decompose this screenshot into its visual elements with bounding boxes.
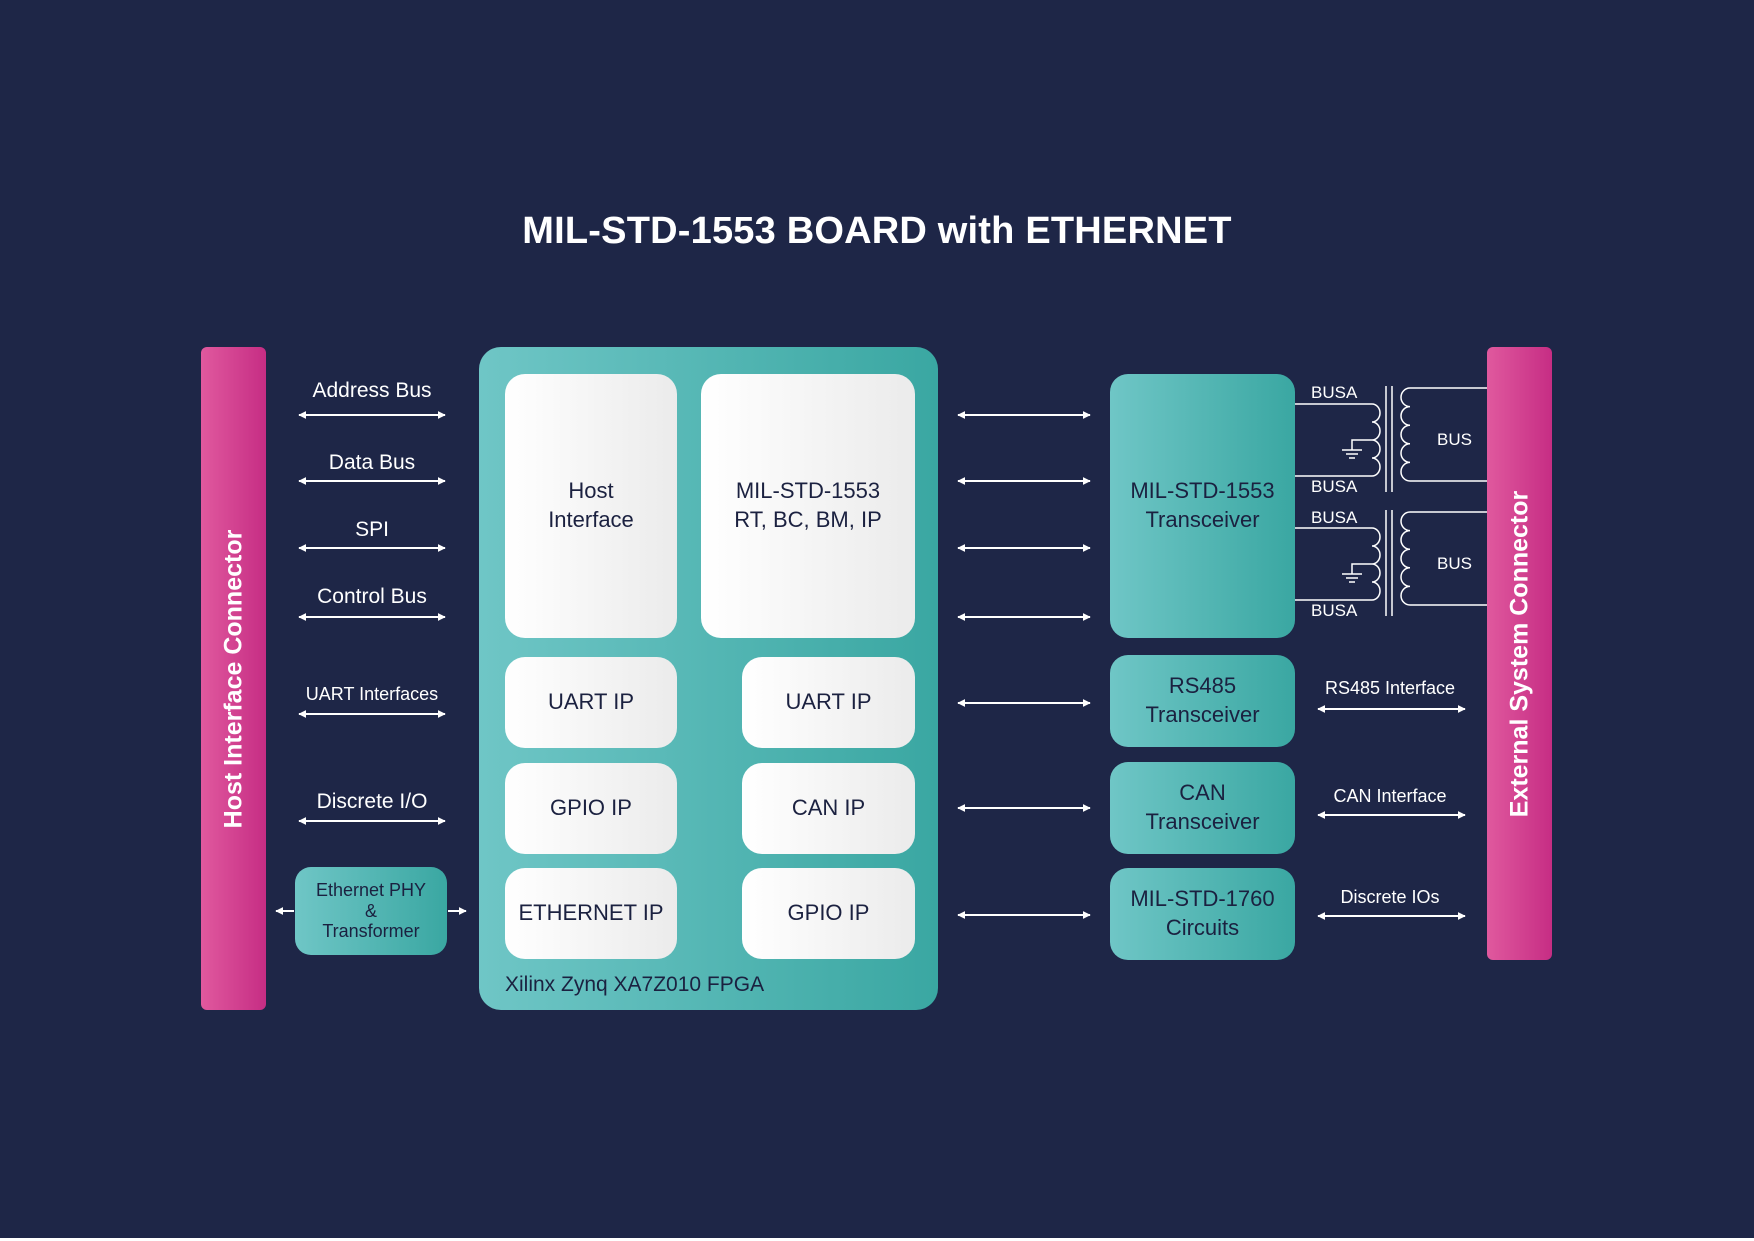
data-bus-label: Data Bus <box>328 451 416 474</box>
can-transceiver-block: CAN Transceiver <box>1110 762 1295 854</box>
ethernet-ip-block: ETHERNET IP <box>505 868 677 959</box>
host-interface-block: Host Interface <box>505 374 677 638</box>
uart-ip-right-block: UART IP <box>742 657 915 748</box>
bus-label-2: BUS <box>1437 554 1472 573</box>
gpio-ip-right-block: GPIO IP <box>742 868 915 959</box>
uart-ip-left-block: UART IP <box>505 657 677 748</box>
mil-std-1553-core-block: MIL-STD-1553 RT, BC, BM, IP <box>701 374 915 638</box>
discrete-ios-label: Discrete IOs <box>1340 887 1440 907</box>
rs485-transceiver-block: RS485 Transceiver <box>1110 655 1295 747</box>
fpga-name: Xilinx Zynq XA7Z010 FPGA <box>505 973 765 996</box>
can-ip-block: CAN IP <box>742 763 915 854</box>
mil-std-1553-transceiver-block: MIL-STD-1553 Transceiver <box>1110 374 1295 638</box>
discrete-io-label: Discrete I/O <box>316 790 428 813</box>
mil-std-1760-circuits-block: MIL-STD-1760 Circuits <box>1110 868 1295 960</box>
external-system-connector: External System Connector <box>1487 347 1552 960</box>
bus-label-1: BUS <box>1437 430 1472 449</box>
transformer-2-symbol <box>1295 510 1487 616</box>
can-interface-label: CAN Interface <box>1333 786 1447 806</box>
ethernet-phy-block: Ethernet PHY & Transformer <box>295 867 447 955</box>
address-bus-label: Address Bus <box>312 379 432 402</box>
busa-top-label-1: BUSA <box>1311 383 1358 402</box>
uart-interfaces-label: UART Interfaces <box>305 684 439 704</box>
busa-bottom-label-1: BUSA <box>1311 477 1358 496</box>
busa-bottom-label-2: BUSA <box>1311 601 1358 620</box>
rs485-interface-label: RS485 Interface <box>1324 678 1456 698</box>
transformer-1-symbol <box>1295 386 1487 492</box>
spi-label: SPI <box>355 518 389 541</box>
busa-top-label-2: BUSA <box>1311 508 1358 527</box>
diagram-title: MIL-STD-1553 BOARD with ETHERNET <box>522 210 1232 252</box>
control-bus-label: Control Bus <box>317 585 427 608</box>
gpio-ip-left-block: GPIO IP <box>505 763 677 854</box>
host-interface-connector: Host Interface Connector <box>201 347 266 1010</box>
